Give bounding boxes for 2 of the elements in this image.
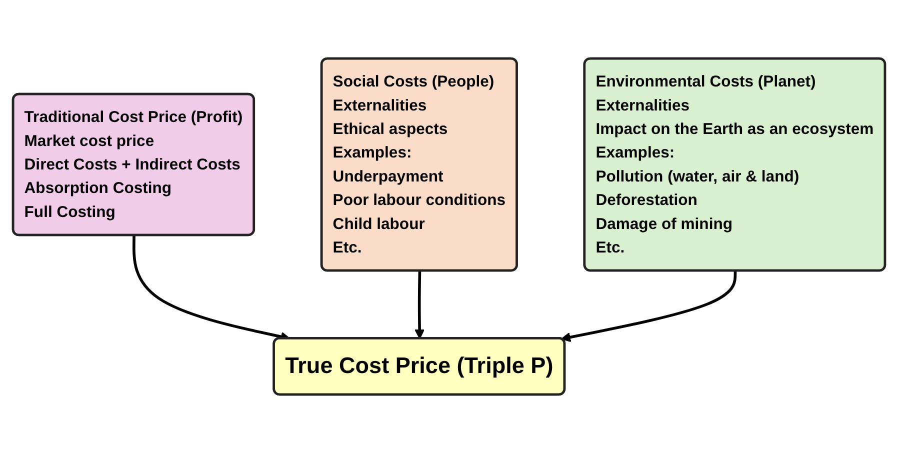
arrow (414, 270, 425, 339)
arrow (560, 270, 737, 342)
